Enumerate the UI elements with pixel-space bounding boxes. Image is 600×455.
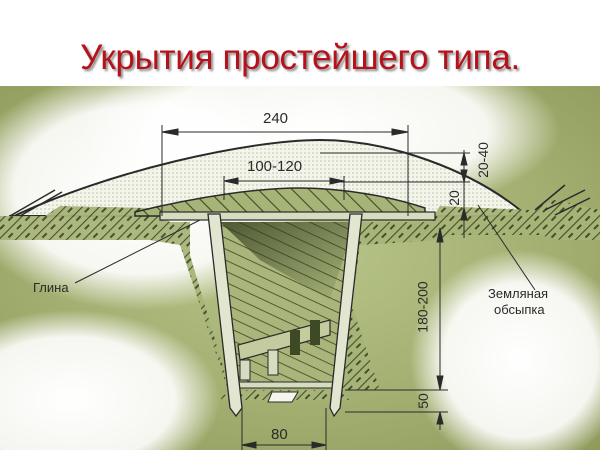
dimension-depth: 180-200 — [414, 281, 431, 333]
dimension-roof-thickness: 20 — [445, 190, 462, 206]
label-earth-fill-line1: Земляная — [488, 286, 549, 301]
dimension-roof-width: 100-120 — [247, 158, 303, 175]
diagram-canvas — [0, 40, 600, 455]
dimension-total-width: 240 — [263, 110, 289, 127]
dimension-drain-depth: 50 — [414, 393, 431, 409]
label-earth-fill-line2: обсыпка — [494, 302, 545, 317]
label-clay: Глина — [33, 280, 69, 295]
dimension-bottom-width: 80 — [271, 426, 288, 443]
dimension-fill-thickness: 20-40 — [474, 142, 491, 178]
shelter-diagram: 240 100-120 20-40 20 180-200 50 80 Глина… — [0, 40, 600, 455]
label-earth-fill: Земляная обсыпка — [488, 286, 548, 318]
page-title: Укрытия простейшего типа. — [80, 38, 520, 77]
